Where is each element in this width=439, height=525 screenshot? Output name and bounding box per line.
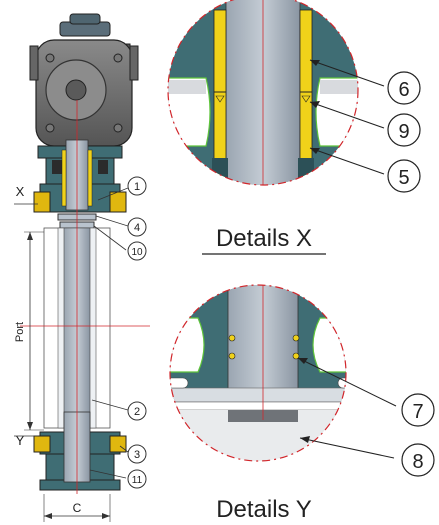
x-marker: X bbox=[16, 184, 25, 199]
callout-circle-6 bbox=[387, 71, 421, 105]
callout-1: 1 bbox=[134, 181, 140, 193]
callout-4: 4 bbox=[134, 222, 140, 234]
callout-circle-5 bbox=[387, 159, 421, 193]
seal-left bbox=[61, 149, 67, 207]
callout-circle-7 bbox=[401, 393, 435, 427]
lower-body bbox=[33, 411, 127, 491]
callout-circle-3 bbox=[127, 444, 147, 464]
callout-11: 11 bbox=[132, 475, 143, 486]
port-dimension: Port bbox=[14, 231, 44, 431]
callout-2: 2 bbox=[134, 406, 140, 418]
c-dimension: C bbox=[43, 494, 111, 522]
detail-x: 6 9 5 Details X bbox=[167, 0, 421, 255]
callout-3: 3 bbox=[134, 449, 140, 461]
details-y-title: Details Y bbox=[216, 496, 312, 523]
callout-circle-10 bbox=[127, 241, 147, 261]
callout-circle-11 bbox=[127, 469, 147, 489]
details-x-title: Details X bbox=[216, 225, 312, 252]
callout-circle-9 bbox=[387, 113, 421, 147]
c-label: C bbox=[73, 501, 82, 515]
callout-circle-4 bbox=[127, 217, 147, 237]
seal-right bbox=[87, 149, 93, 207]
callout-circle-8 bbox=[401, 443, 435, 477]
detail-y: 7 8 Details Y bbox=[169, 284, 435, 523]
callout-5: 5 bbox=[398, 167, 409, 189]
callout-6: 6 bbox=[398, 79, 409, 101]
callouts-main: 1 4 10 2 3 11 bbox=[89, 176, 147, 489]
actuator bbox=[29, 13, 139, 147]
y-marker: Y bbox=[16, 433, 25, 448]
callout-8: 8 bbox=[412, 451, 423, 473]
callout-circle-2 bbox=[127, 401, 147, 421]
callout-circle-1 bbox=[127, 176, 147, 196]
callout-7: 7 bbox=[412, 401, 423, 423]
main-valve: Port C X Y 1 4 10 2 bbox=[14, 13, 150, 522]
port-label: Port bbox=[14, 322, 26, 342]
callout-10: 10 bbox=[131, 247, 143, 258]
callout-9: 9 bbox=[398, 121, 409, 143]
